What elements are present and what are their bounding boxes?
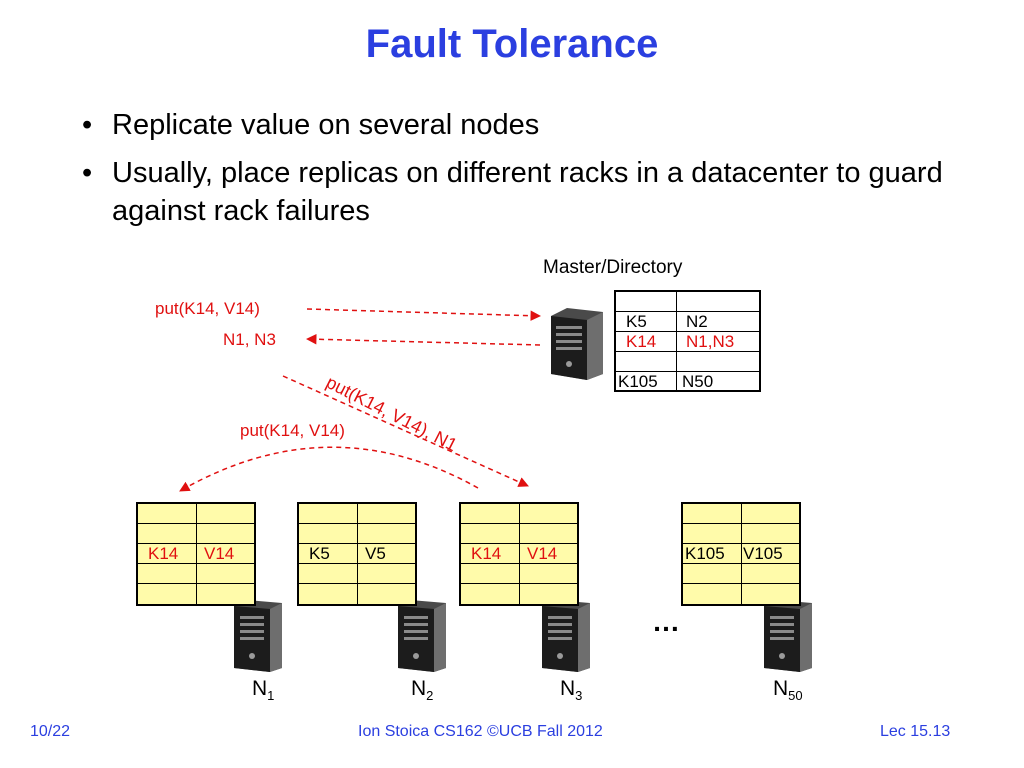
node-row [299, 564, 415, 584]
node-value: V14 [204, 544, 235, 563]
node-value: V105 [743, 544, 783, 563]
node-row [683, 564, 799, 584]
node-label: N1 [252, 677, 275, 703]
footer-page: 10/22 [30, 723, 71, 740]
directory-key: K14 [626, 332, 657, 351]
client-put-arrow [306, 308, 542, 321]
directory-row: K14 N1,N3 [616, 332, 759, 352]
node-row: K105 V105 [683, 544, 799, 564]
node-row [138, 564, 254, 584]
client-reply-arrow [305, 333, 541, 346]
node-row [683, 524, 799, 544]
node-table: K14 V14 [459, 502, 579, 606]
directory-value: N50 [682, 372, 714, 391]
directory-table: K5 N2 K14 N1,N3 K105 N50 [614, 290, 761, 392]
node-server-icon [540, 600, 592, 677]
node-row [683, 584, 799, 604]
directory-row: K5 N2 [616, 312, 759, 332]
node-row [299, 524, 415, 544]
bullet-item: Replicate value on several nodes [80, 106, 980, 144]
replica-put-arrow [179, 446, 479, 492]
replica-put-label: put(K14, V14) [240, 421, 345, 440]
bullet-item: Usually, place replicas on different rac… [80, 154, 980, 230]
directory-row [616, 292, 759, 312]
footer-right: Lec 15.13 [880, 723, 951, 740]
node-key: K105 [685, 544, 725, 563]
ellipsis: … [652, 606, 681, 637]
directory-value: N1,N3 [686, 332, 735, 351]
directory-row [616, 352, 759, 372]
node-row: K5 V5 [299, 544, 415, 564]
node-table: K105 V105 [681, 502, 801, 606]
footer-center: Ion Stoica CS162 ©UCB Fall 2012 [358, 723, 603, 740]
node-row [138, 524, 254, 544]
directory-value: N2 [686, 312, 708, 331]
master-label: Master/Directory [543, 257, 683, 278]
directory-row: K105 N50 [616, 372, 759, 392]
node-row [299, 504, 415, 524]
master-server-icon [551, 308, 603, 380]
node-value: V14 [527, 544, 558, 563]
node-row [138, 504, 254, 524]
node-row [138, 584, 254, 604]
node-row [299, 584, 415, 604]
node-table: K14 V14 [136, 502, 256, 606]
client-reply-label: N1, N3 [223, 330, 276, 349]
node-row [461, 504, 577, 524]
node-row [461, 584, 577, 604]
node-server-icon [762, 600, 814, 677]
node-key: K14 [148, 544, 179, 563]
node-table: K5 V5 [297, 502, 417, 606]
node-key: K5 [309, 544, 330, 563]
node-row [461, 564, 577, 584]
node-key: K14 [471, 544, 502, 563]
node-row [461, 524, 577, 544]
node-row [683, 504, 799, 524]
bullet-list: Replicate value on several nodes Usually… [80, 106, 980, 240]
node-row: K14 V14 [461, 544, 577, 564]
directory-key: K5 [626, 312, 647, 331]
node-label: N50 [773, 677, 803, 703]
node-label: N2 [411, 677, 434, 703]
slide-title: Fault Tolerance [365, 22, 659, 66]
node-value: V5 [365, 544, 386, 563]
client-put-label: put(K14, V14) [155, 299, 260, 318]
node-label: N3 [560, 677, 583, 703]
node-row: K14 V14 [138, 544, 254, 564]
node-server-icon [232, 600, 284, 677]
directory-key: K105 [618, 372, 658, 391]
node-server-icon [396, 600, 448, 677]
